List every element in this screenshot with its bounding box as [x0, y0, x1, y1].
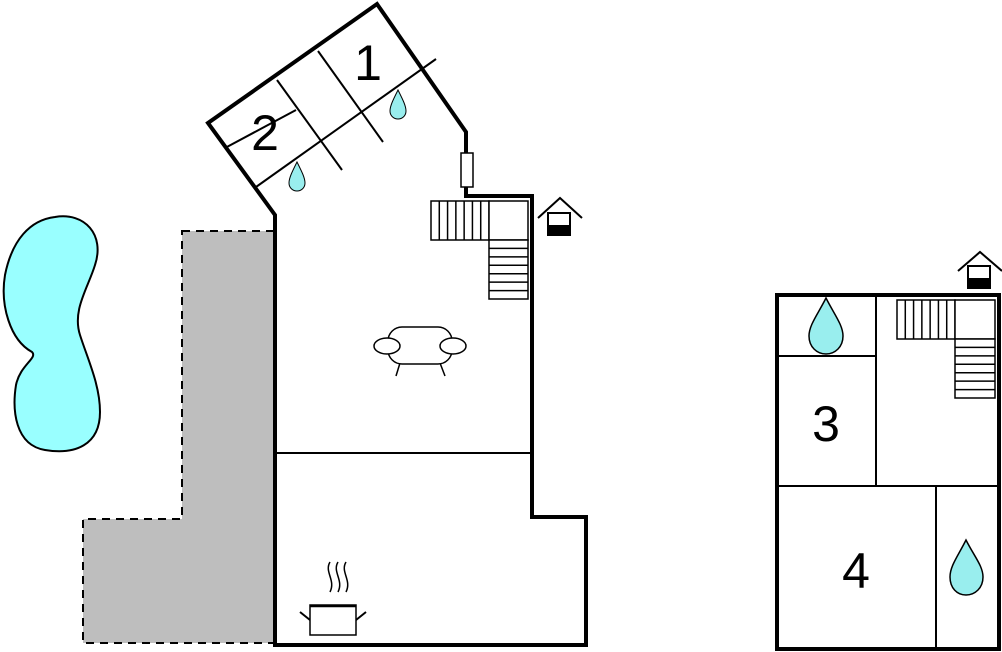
- terrace-area: [82, 230, 276, 644]
- staircase-icon: [896, 299, 996, 399]
- annex-block: [224, 50, 437, 188]
- ground-floor-walls: [205, 1, 588, 647]
- room-label-2: 2: [251, 105, 279, 161]
- pool-icon: [2, 215, 102, 453]
- house-entrance-icon: [957, 250, 1002, 289]
- staircase-icon: [430, 200, 529, 300]
- water-drop-icon: [949, 538, 984, 596]
- cooking-pot-icon: [299, 561, 367, 636]
- water-drop-icon: [389, 88, 407, 120]
- house-entrance-icon: [537, 196, 583, 236]
- water-drop-icon: [288, 160, 306, 192]
- upper-floor: [775, 293, 1001, 651]
- water-drop-icon: [808, 296, 844, 355]
- sofa-icon: [373, 326, 467, 377]
- door-frame: [460, 152, 474, 188]
- room-label-3: 3: [812, 396, 840, 452]
- room-label-4: 4: [842, 543, 870, 599]
- room-label-1: 1: [354, 35, 382, 91]
